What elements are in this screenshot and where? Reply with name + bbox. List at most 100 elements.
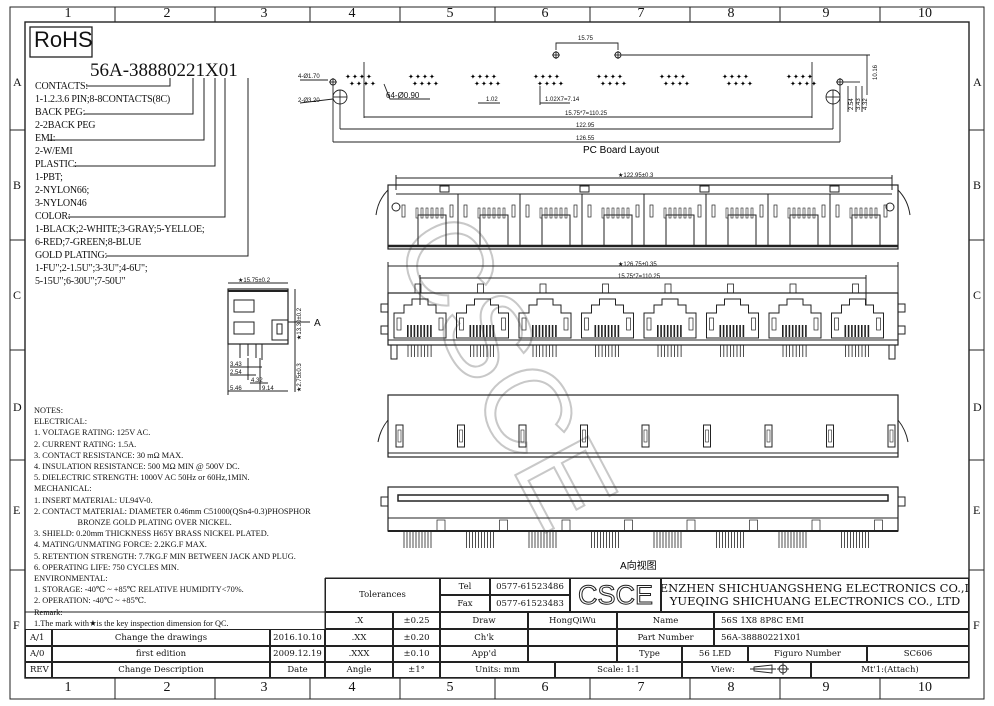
column-label: 2	[163, 6, 171, 21]
pin-hole: ✦	[793, 73, 799, 81]
jack-contact	[420, 325, 422, 337]
jack-led	[771, 317, 777, 331]
company-name-1: SHENZHEN SHICHUANGSHENG ELECTRONICS CO.,…	[661, 581, 968, 595]
rear-view-pins	[403, 519, 883, 548]
tel-value: 0577-61523486	[490, 578, 570, 595]
pin-hole: ✦	[484, 73, 490, 81]
bay-pin	[807, 207, 811, 219]
pin-hole: ✦	[673, 73, 679, 81]
top-tab	[477, 283, 484, 294]
pin-hole: ✦	[474, 80, 480, 88]
bay-pin	[616, 207, 620, 219]
bay-pin	[663, 207, 667, 219]
view-label: View:	[682, 662, 811, 678]
jack-contact	[426, 325, 429, 337]
bottom-slot	[764, 424, 773, 448]
jack-contact	[742, 325, 745, 337]
pin-hole: ✦	[433, 80, 439, 88]
row-label: C	[13, 288, 22, 302]
row-label: B	[973, 178, 982, 192]
pin-hole: ✦	[491, 73, 497, 81]
jack-contact	[739, 325, 741, 337]
jack-contact	[597, 325, 600, 337]
tolerance-value: ±0.20	[393, 629, 440, 646]
rear-tab	[436, 519, 446, 532]
bay-pin	[787, 207, 791, 219]
pin-hole: ✦	[363, 80, 369, 88]
dim-small-holes: 4-Ø1.70	[298, 74, 320, 80]
bay-pin	[482, 207, 486, 219]
bay-pin	[797, 207, 801, 219]
dim-mount-pitch: 15.75	[578, 36, 594, 42]
tolerances-label: Tolerances	[325, 578, 440, 612]
jack-led	[876, 317, 881, 331]
rear-tab	[686, 519, 696, 532]
bay-pin	[435, 207, 439, 219]
top-tab	[602, 283, 609, 294]
dim-343: 3.43	[856, 98, 862, 110]
draw-value: HongQiWu	[528, 612, 617, 629]
top-view-bays	[401, 185, 888, 247]
jack-contact	[479, 325, 481, 337]
rear-tab	[561, 519, 571, 532]
dim-front-pitch: 15.75*7=110.25	[618, 274, 661, 280]
pin-hole: ✦	[558, 80, 564, 88]
bay-pin	[626, 207, 630, 219]
dim-port-span: 15.75*7=110.25	[565, 111, 608, 117]
dim-pin-span: 1.02X7=7.14	[545, 97, 580, 103]
note-line: 2. OPERATION: -40℃ ~ +85℃.	[34, 596, 147, 606]
row-label: D	[973, 400, 982, 414]
bay-led	[883, 204, 888, 218]
pin-hole: ✦	[495, 80, 501, 88]
jack-contact	[857, 325, 860, 337]
bay-pin	[425, 207, 429, 219]
dim-big-holes: 2-Ø3.20	[298, 98, 320, 104]
bay-window	[789, 214, 819, 247]
dim-side-254: 2.54	[230, 370, 242, 376]
pin-hole: ✦	[733, 80, 739, 88]
jack-contact	[801, 325, 804, 337]
tolerance-key: .X	[325, 612, 393, 629]
bay-led	[821, 204, 826, 218]
revision-header-date: Date	[270, 662, 325, 678]
pin-hole: ✦	[408, 73, 414, 81]
dim-pin-holes: 64-Ø0.90	[386, 91, 420, 100]
bottom-slot	[518, 424, 527, 448]
jack-contact	[673, 325, 676, 337]
bay-led	[401, 204, 406, 218]
bottom-slot-inner	[828, 429, 832, 443]
jack-contact	[410, 325, 412, 337]
material: Mt'1:(Attach)	[811, 662, 969, 678]
bottom-slot-inner	[582, 429, 586, 443]
part-code-line: 1-1.2.3.6 PIN;8-8CONTACTS(8C)	[35, 94, 171, 105]
top-tab	[852, 283, 859, 294]
scale: Scale: 1:1	[555, 662, 682, 678]
part-code-line: BACK PEG:	[35, 107, 86, 118]
rear-tab	[874, 519, 883, 532]
jack-contact	[430, 325, 432, 337]
top-tab	[539, 283, 547, 294]
tolerance-key: .XX	[325, 629, 393, 646]
note-line: BRONZE GOLD PLATING OVER NICKEL.	[34, 518, 232, 528]
note-line: NOTES:	[34, 406, 64, 415]
column-label: 9	[822, 6, 830, 21]
bottom-view-slots	[395, 424, 896, 448]
bay-led	[773, 204, 778, 218]
column-label: 10	[918, 680, 932, 695]
bottom-view	[377, 394, 909, 458]
pin-hole: ✦	[740, 80, 746, 88]
bay-pin	[492, 207, 496, 219]
view-arrow-label: A	[314, 318, 321, 329]
pin-hole: ✦	[422, 73, 428, 81]
note-line: 3. SHIELD: 0.20mm THICKNESS H65Y BRASS N…	[34, 529, 269, 539]
bay-pin	[544, 207, 548, 219]
row-label: A	[973, 75, 982, 89]
jack-led	[521, 317, 527, 331]
bay-led	[511, 204, 516, 218]
column-label: 4	[348, 680, 356, 695]
bay-pin	[869, 207, 873, 219]
column-label: 7	[637, 6, 645, 21]
jack-contact	[545, 325, 547, 337]
column-label: 6	[541, 6, 549, 21]
bay-pin	[812, 207, 816, 219]
